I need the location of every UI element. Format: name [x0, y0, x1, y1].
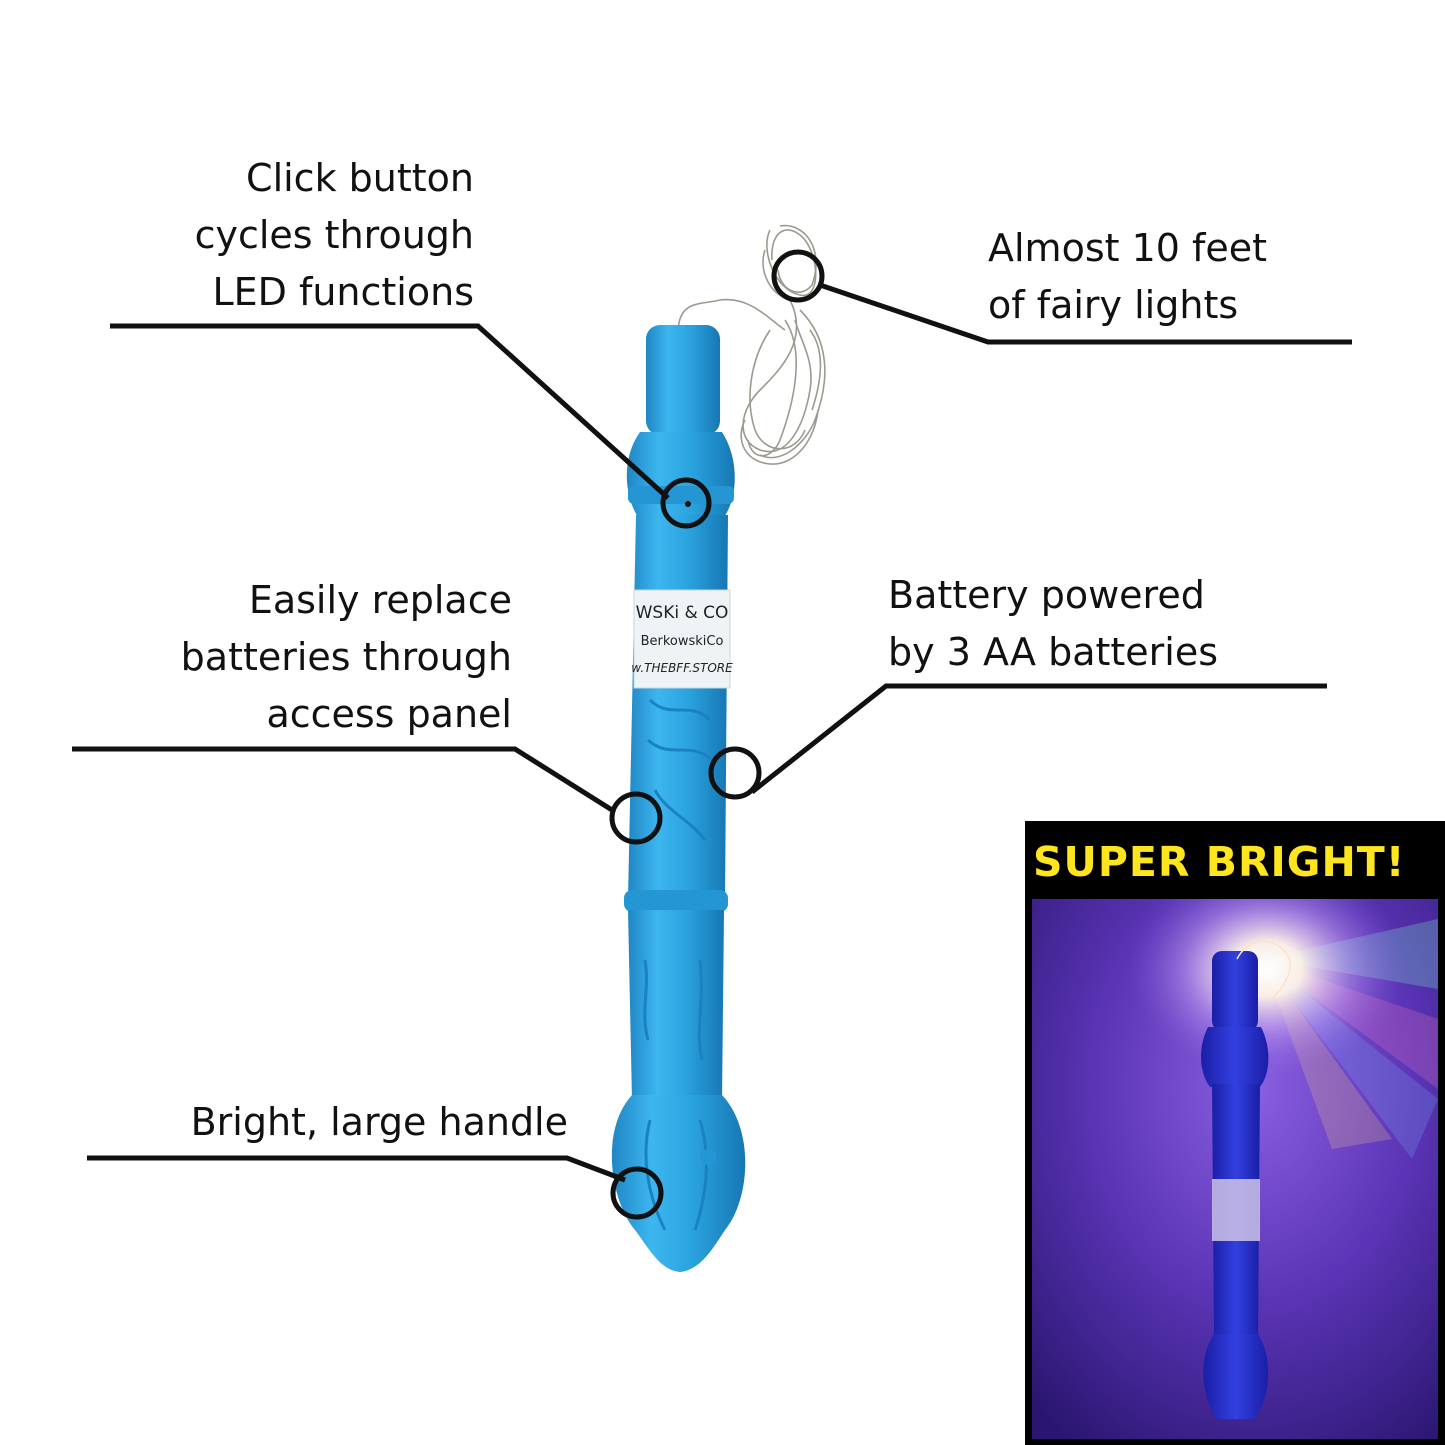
super-bright-inset: SUPER BRIGHT!: [1025, 821, 1445, 1445]
wand: [611, 325, 746, 1272]
callout-access-panel-line1: Easily replace: [248, 578, 512, 622]
fairy-lights-coil: [677, 224, 826, 465]
callout-access-panel-line3: access panel: [266, 692, 512, 736]
callout-handle-line1: Bright, large handle: [190, 1100, 568, 1144]
sticker-text-line3: w.THEBFF.STORE: [631, 661, 733, 675]
callout-access-panel: Easily replace batteries through access …: [150, 572, 512, 743]
sticker-text-line1: WSKi & CO: [636, 603, 729, 623]
callout-lines: [72, 249, 1352, 1220]
callout-battery: Battery powered by 3 AA batteries: [888, 567, 1218, 681]
inset-glow-photo: [1032, 899, 1438, 1439]
callout-click-button: Click button cycles through LED function…: [180, 150, 474, 321]
callout-click-button-line2: cycles through: [194, 213, 474, 257]
callout-click-button-line1: Click button: [246, 156, 474, 200]
inset-title: SUPER BRIGHT!: [1033, 838, 1406, 886]
callout-handle: Bright, large handle: [140, 1094, 568, 1151]
callout-fairy-lights-line2: of fairy lights: [988, 283, 1239, 327]
sticker-text-line2: BerkowskiCo: [641, 634, 724, 649]
click-button-dot: [685, 501, 691, 507]
callout-access-panel-line2: batteries through: [180, 635, 512, 679]
callout-click-button-line3: LED functions: [212, 270, 474, 314]
callout-fairy-lights-line1: Almost 10 feet: [988, 226, 1268, 270]
callout-fairy-lights: Almost 10 feet of fairy lights: [988, 220, 1267, 334]
callout-battery-line2: by 3 AA batteries: [888, 630, 1219, 674]
callout-battery-line1: Battery powered: [888, 573, 1205, 617]
